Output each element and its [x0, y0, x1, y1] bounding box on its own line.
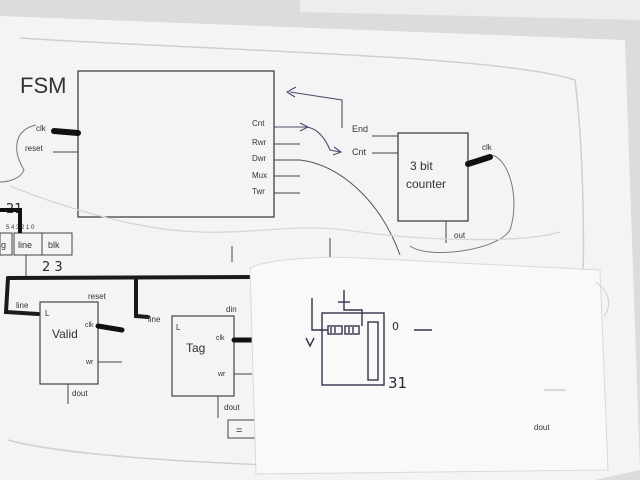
- fsm-out-mux: Mux: [252, 171, 267, 180]
- fsm-out-dwr: Dwr: [252, 154, 267, 163]
- address-field-line: line: [18, 240, 32, 250]
- fsm-out-cnt: Cnt: [252, 119, 265, 128]
- valid-reset-label: reset: [88, 292, 107, 301]
- overlay-paper: 0 31 dout: [249, 256, 610, 475]
- tag-title: Tag: [186, 341, 205, 355]
- tag-din-label: din: [226, 305, 237, 314]
- tag-block: Tag line L din clk wr dout: [148, 305, 255, 418]
- fsm-out-twr: Twr: [252, 187, 265, 196]
- address-handwritten-bottom: 2 3: [42, 260, 63, 275]
- tag-dout-label: dout: [224, 403, 240, 412]
- valid-wr-label: wr: [85, 359, 94, 366]
- valid-dout-label: dout: [72, 389, 88, 398]
- tag-clk-label: clk: [216, 335, 225, 342]
- counter-cnt-label: Cnt: [352, 147, 367, 157]
- counter-clk-label: clk: [482, 143, 493, 152]
- fsm-clk-label: clk: [36, 124, 47, 133]
- counter-label-1: 3 bit: [410, 159, 433, 173]
- line-bus: [3, 275, 257, 319]
- valid-L-label: L: [45, 309, 50, 318]
- tag-L-label: L: [176, 323, 181, 332]
- comparator-symbol: =: [236, 425, 242, 437]
- counter-label-2: counter: [406, 177, 446, 191]
- valid-clk-label: clk: [85, 322, 94, 329]
- address-field-blk: blk: [48, 240, 60, 250]
- valid-line-label: line: [16, 301, 29, 310]
- counter-block: 3 bit counter End Cnt clk out: [352, 124, 515, 253]
- fsm-block: FSM clk reset Cnt Rwr Dwr Mux Twr: [0, 70, 300, 218]
- memory-sketch: [305, 290, 432, 386]
- valid-block: Valid line L reset clk wr dout: [16, 292, 125, 404]
- fsm-title: FSM: [20, 73, 66, 98]
- fsm-out-rwr: Rwr: [252, 138, 267, 147]
- counter-end-label: End: [352, 124, 368, 134]
- sketch-label-0: 0: [392, 320, 399, 333]
- address-field-tag: g: [1, 240, 6, 250]
- sketch-dout-label: dout: [534, 423, 550, 432]
- tag-line-label: line: [148, 315, 161, 324]
- address-register: 21 5 4 3 2 1 0 g line blk 2 3: [0, 202, 73, 276]
- tag-wr-label: wr: [217, 371, 226, 378]
- valid-title: Valid: [52, 327, 78, 341]
- fsm-reset-label: reset: [25, 144, 44, 153]
- counter-out-label: out: [454, 231, 466, 240]
- handdrawn-arrows: [276, 86, 343, 156]
- sketch-label-31: 31: [388, 374, 407, 392]
